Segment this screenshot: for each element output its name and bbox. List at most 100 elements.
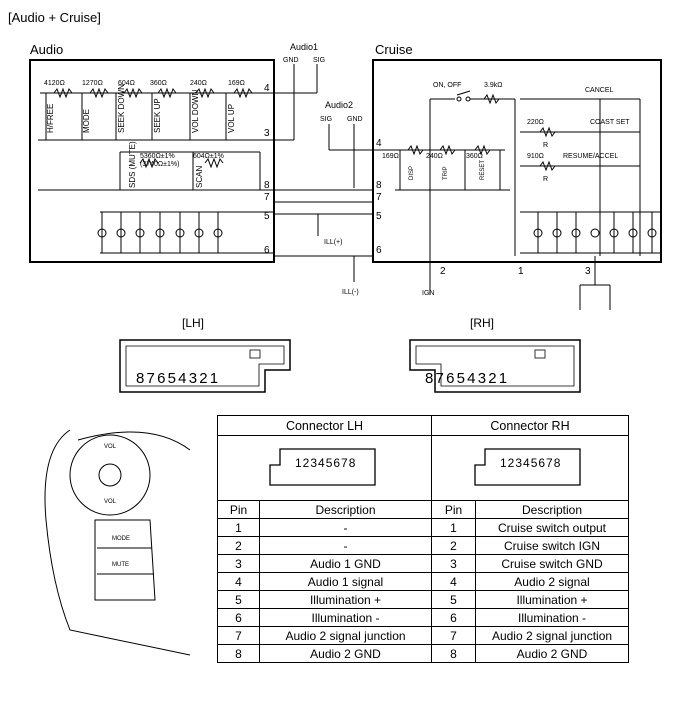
res-label: 169Ω xyxy=(382,153,399,160)
table-cell-lh-desc: Illumination - xyxy=(259,608,432,627)
table-cell-lh-pin: 6 xyxy=(217,608,260,627)
table-cell-rh-desc: Cruise switch output xyxy=(475,518,629,537)
rh-connector xyxy=(409,339,581,393)
cruise-pin-number: 5 xyxy=(376,211,382,222)
table-cell-rh-desc: Illumination + xyxy=(475,590,629,609)
table-cell-lh-pin: 7 xyxy=(217,626,260,645)
table-cell-rh-desc: Illumination - xyxy=(475,608,629,627)
desc-col-header: Description xyxy=(475,500,629,519)
res-label: 1270Ω xyxy=(82,80,103,87)
audio2-gnd: GND xyxy=(347,116,363,123)
res-label: 360Ω xyxy=(150,80,167,87)
res-label: (3740Ω±1%) xyxy=(140,161,179,168)
desc-col-header: Description xyxy=(259,500,432,519)
table-cell-rh-desc: Audio 2 signal xyxy=(475,572,629,591)
res-label: 604Ω xyxy=(118,80,135,87)
audio-label: Audio xyxy=(30,42,63,57)
r-label: R xyxy=(543,176,548,183)
lh-header: Connector LH xyxy=(217,415,432,436)
lh-connector xyxy=(119,339,291,393)
table-cell-lh-pin: 3 xyxy=(217,554,260,573)
rh-pin-numbers: 87654321 xyxy=(425,370,509,387)
cruise-bottom-pin: 2 xyxy=(440,266,446,277)
cruise-pin-number: 8 xyxy=(376,180,382,191)
table-cell-rh-pin: 6 xyxy=(431,608,476,627)
vol-down-label: VOL xyxy=(104,499,117,505)
table-cell-rh-desc: Audio 2 GND xyxy=(475,644,629,663)
table-cell-rh-desc: Audio 2 signal junction xyxy=(475,626,629,645)
audio-pin-number: 4 xyxy=(264,83,270,94)
table-cell-lh-pin: 1 xyxy=(217,518,260,537)
table-cell-lh-desc: - xyxy=(259,536,432,555)
res-label: 169Ω xyxy=(228,80,245,87)
r-label: R xyxy=(543,142,548,149)
table-cell-lh-desc: Audio 2 signal junction xyxy=(259,626,432,645)
rh-connector-small: 12345678 xyxy=(431,435,629,501)
table-cell-rh-pin: 5 xyxy=(431,590,476,609)
table-cell-rh-pin: 3 xyxy=(431,554,476,573)
on-off-resistor: 3.9kΩ xyxy=(484,82,502,89)
cruise-label: Cruise xyxy=(375,42,413,57)
rh-small-pins: 12345678 xyxy=(500,456,561,470)
audio-illumination-leds xyxy=(97,212,223,253)
table-cell-rh-desc: Cruise switch GND xyxy=(475,554,629,573)
table-cell-lh-desc: Illumination + xyxy=(259,590,432,609)
ign-label: IGN xyxy=(422,290,434,297)
audio-top-resistors: 4120Ω 1270Ω 604Ω 360Ω 240Ω 169Ω xyxy=(44,80,245,87)
table-cell-rh-pin: 8 xyxy=(431,644,476,663)
on-off-label: ON, OFF xyxy=(433,82,461,89)
page-title: [Audio + Cruise] xyxy=(8,10,101,25)
ill-plus-label: ILL(+) xyxy=(324,239,342,246)
res-label: 4120Ω xyxy=(44,80,65,87)
switch-label: MODE xyxy=(82,109,91,133)
res-label: 240Ω xyxy=(426,153,443,160)
table-cell-rh-desc: Cruise switch IGN xyxy=(475,536,629,555)
vol-up-label: VOL xyxy=(104,444,117,450)
switch-label: RESET xyxy=(480,160,486,180)
switch-label: SEEK UP xyxy=(153,98,162,133)
resume-accel-label: RESUME/ACCEL xyxy=(563,153,618,160)
rh-connector-label: [RH] xyxy=(470,316,494,330)
switch-label: SEEK DOWN xyxy=(117,84,126,133)
ill-minus-label: ILL(-) xyxy=(342,289,359,296)
mode-button-label: MODE xyxy=(112,536,130,542)
mute-button-label: MUTE xyxy=(112,562,129,568)
lh-pin-numbers: 87654321 xyxy=(136,370,220,387)
res-label: 360Ω xyxy=(466,153,483,160)
audio1-sig: SIG xyxy=(313,57,325,64)
table-cell-lh-desc: Audio 2 GND xyxy=(259,644,432,663)
cruise-pin-number: 6 xyxy=(376,245,382,256)
cruise-box xyxy=(372,59,662,263)
audio2-label: Audio2 xyxy=(325,100,353,110)
switch-label: SCAN xyxy=(195,166,204,188)
r910-label: 910Ω xyxy=(527,153,544,160)
cruise-pin-number: 7 xyxy=(376,192,382,203)
coast-set-label: COAST SET xyxy=(590,119,630,126)
table-cell-rh-pin: 1 xyxy=(431,518,476,537)
res-label: 604Ω±1% xyxy=(193,153,224,160)
table-cell-rh-pin: 2 xyxy=(431,536,476,555)
switch-label: VOL UP xyxy=(227,104,236,133)
table-cell-lh-desc: Audio 1 GND xyxy=(259,554,432,573)
r220-label: 220Ω xyxy=(527,119,544,126)
pin-col-header: Pin xyxy=(431,500,476,519)
table-cell-lh-pin: 4 xyxy=(217,572,260,591)
audio-pin-number: 7 xyxy=(264,192,270,203)
switch-label: H/FREE xyxy=(46,104,55,133)
table-cell-rh-pin: 7 xyxy=(431,626,476,645)
audio-box xyxy=(29,59,275,263)
cancel-label: CANCEL xyxy=(585,87,614,94)
cruise-illumination-leds xyxy=(533,212,657,253)
audio-pin-number: 8 xyxy=(264,180,270,191)
res-label: 5360Ω±1% xyxy=(140,153,175,160)
pin-col-header: Pin xyxy=(217,500,260,519)
cruise-bottom-pin: 1 xyxy=(518,266,524,277)
